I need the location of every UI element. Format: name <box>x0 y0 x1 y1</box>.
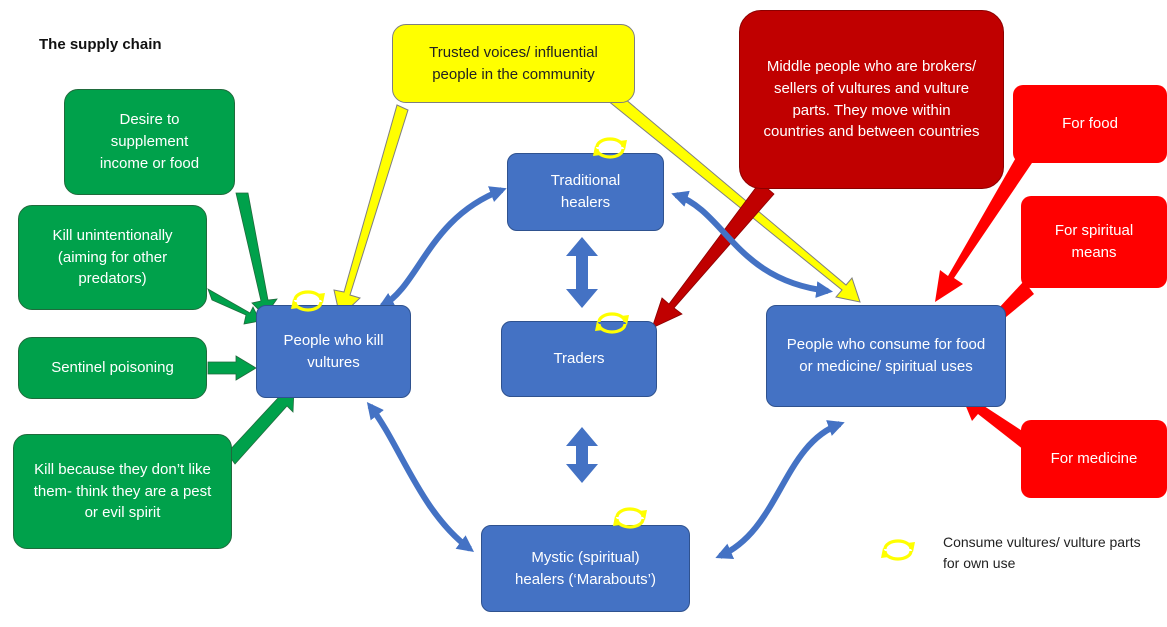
desire-text: Desire to supplement income or food <box>99 111 200 172</box>
cycle-arrows-icon <box>289 290 327 312</box>
middle-people-text: Middle people who are brokers/ sellers o… <box>763 58 980 141</box>
kill-dislike-box: Kill because they don’t like them- think… <box>13 434 232 549</box>
green-arrow-unintentional <box>207 288 261 325</box>
sentinel-text: Sentinel poisoning <box>51 359 174 377</box>
traditional-healers-box: Traditional healers <box>507 153 664 231</box>
traders-text: Traders <box>553 350 605 368</box>
traditional-healers-text: Traditional healers <box>550 172 621 211</box>
page-title: The supply chain <box>39 36 162 53</box>
consumers-text: People who consume for food or medicine/… <box>786 336 986 375</box>
blue-double-arrow-traders-mystic <box>566 427 598 483</box>
blue-arrow-killers-traditional <box>377 186 507 309</box>
cycle-arrows-icon <box>611 507 649 529</box>
consumers-box: People who consume for food or medicine/… <box>766 305 1006 407</box>
cycle-arrows-icon <box>593 312 631 334</box>
for-medicine-box: For medicine <box>1021 420 1167 498</box>
for-food-text: For food <box>1062 115 1118 133</box>
people-who-kill-text: People who kill vultures <box>283 331 384 371</box>
kill-unintentional-box: Kill unintentionally (aiming for other p… <box>18 205 207 310</box>
for-spiritual-box: For spiritual means <box>1021 196 1167 288</box>
kill-unintentional-text: Kill unintentionally (aiming for other p… <box>52 226 173 288</box>
cycle-arrows-icon <box>591 137 629 159</box>
trusted-voices-box: Trusted voices/ influential people in th… <box>392 24 635 103</box>
people-who-kill-box: People who kill vultures <box>256 305 411 398</box>
traders-box: Traders <box>501 321 657 397</box>
blue-double-arrow-traditional-traders <box>566 237 598 308</box>
legend-text: Consume vultures/ vulture parts for own … <box>943 534 1141 571</box>
middle-people-box: Middle people who are brokers/ sellers o… <box>739 10 1004 189</box>
red-arrow-food <box>935 154 1034 302</box>
mystic-healers-box: Mystic (spiritual) healers (‘Marabouts’) <box>481 525 690 612</box>
for-food-box: For food <box>1013 85 1167 163</box>
kill-dislike-text: Kill because they don’t like them- think… <box>33 460 212 522</box>
trusted-voices-text: Trusted voices/ influential people in th… <box>429 43 598 83</box>
for-spiritual-text: For spiritual means <box>1054 222 1134 261</box>
for-medicine-text: For medicine <box>1050 450 1138 468</box>
legend-cycle-arrows-icon <box>879 539 917 561</box>
blue-arrow-killers-mystic <box>366 402 475 553</box>
sentinel-box: Sentinel poisoning <box>18 337 207 399</box>
desire-box: Desire to supplement income or food <box>64 89 235 195</box>
blue-arrow-traditional-consumers <box>671 190 834 298</box>
green-arrow-sentinel <box>207 355 257 381</box>
mystic-healers-text: Mystic (spiritual) healers (‘Marabouts’) <box>515 548 656 588</box>
blue-arrow-mystic-consumers <box>715 420 845 560</box>
